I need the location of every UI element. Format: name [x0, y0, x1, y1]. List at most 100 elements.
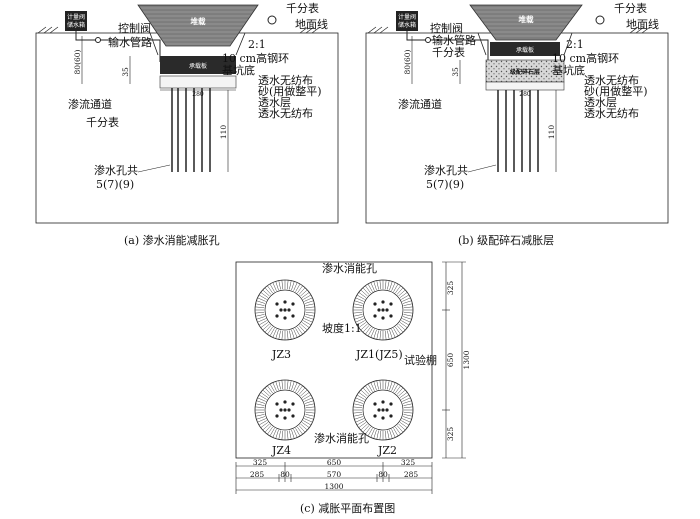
bottom-dim-r1-3: 325 — [401, 458, 416, 467]
slope-hatch-line — [389, 281, 393, 291]
slope-hatch-line — [297, 385, 303, 394]
shed-label: 试验棚 — [404, 353, 437, 367]
slope-hatch-line — [358, 292, 367, 298]
holes-label-a: 渗水孔共 — [94, 163, 138, 177]
slope-hatch-line — [255, 411, 265, 414]
slope-hatch-line — [373, 429, 377, 439]
seepage-hole-dot — [381, 308, 385, 312]
dial-icon-b — [595, 15, 605, 25]
dim-35-b: 35 — [451, 67, 460, 77]
slope-hatch-line — [295, 283, 301, 292]
slope-hatch-line — [353, 414, 363, 417]
slope-hatch-line — [255, 303, 265, 306]
slope-hatch-line — [281, 430, 284, 440]
seepage-hole-dot — [377, 308, 381, 312]
slope-hatch-line — [403, 414, 413, 417]
slope-hatch-line — [295, 383, 301, 392]
seepage-hole-dot — [283, 316, 287, 320]
dim-35-a: 35 — [121, 67, 130, 77]
pipe-label-a: 输水管路 — [108, 35, 152, 49]
slope-hatch-line — [304, 297, 313, 302]
slope-hatch-line — [353, 403, 363, 406]
slope-hatch-line — [365, 426, 371, 435]
slope-hatch-line — [353, 306, 363, 309]
slope-hatch-line — [272, 382, 277, 391]
slope-hatch-line — [391, 429, 396, 438]
slope-label-b: 2:1 — [566, 38, 584, 51]
slope-hatch-line — [256, 416, 266, 420]
slope-hatch-line — [291, 429, 295, 439]
holes-count-b: 5(7)(9) — [426, 178, 464, 191]
slope-hatch-line — [355, 418, 364, 423]
slope-hatch-line — [353, 406, 363, 409]
slope-hatch-line — [389, 381, 393, 391]
slope-hatch-line — [303, 420, 312, 426]
dim-110-a: 110 — [219, 125, 228, 140]
slope-hatch-line — [291, 281, 295, 291]
slope-hatch-line — [370, 282, 375, 291]
slope-hatch-line — [402, 416, 412, 420]
seepage-hole-dot — [373, 302, 377, 306]
slope-hatch-line — [373, 329, 377, 339]
slope-hatch-line — [289, 380, 292, 390]
ground-label-a: 地面线 — [295, 17, 328, 31]
slope-hatch-line — [353, 311, 363, 314]
control-valve-label-a: 控制阀 — [118, 21, 151, 35]
slope-hatch-line — [289, 430, 292, 440]
pit-plan-1 — [254, 279, 316, 341]
pit-label-jz3: JZ3 — [271, 348, 291, 361]
layer4-label-a: 透水无纺布 — [258, 106, 313, 120]
slope-hatch-line — [267, 326, 273, 335]
slope-hatch-line — [305, 406, 315, 409]
slope-hatch-line — [267, 385, 273, 394]
slope-hatch-line — [402, 316, 412, 320]
slope-hatch-line — [367, 328, 373, 337]
slope-hatch-line — [387, 280, 390, 290]
slope-hatch-line — [269, 328, 275, 337]
slope-hatch-line — [379, 430, 382, 440]
slope-hatch-line — [395, 385, 401, 394]
layer3-label-b: 透水层 — [584, 96, 617, 109]
slope-hatch-line — [298, 287, 306, 295]
slope-hatch-line — [389, 429, 393, 439]
holes-count-a: 5(7)(9) — [96, 178, 134, 191]
caption-c: (c) 减胀平面布置图 — [300, 502, 395, 515]
slope-hatch-line — [360, 389, 368, 397]
seepage-hole-dot — [381, 300, 385, 304]
slope-hatch-line — [300, 289, 308, 297]
slope-hatch-line — [286, 380, 289, 390]
load-b — [469, 4, 583, 41]
slope-hatch-line — [354, 400, 364, 404]
seepage-hole-dot — [275, 402, 279, 406]
slope-hatch-line — [362, 387, 370, 395]
ground-hatch-a — [37, 26, 321, 34]
slope-hatch-line — [272, 282, 277, 291]
slope-hatch-line — [255, 403, 265, 406]
slope-hatch-line — [376, 380, 379, 390]
slope-hatch-line — [275, 281, 279, 291]
slope-hatch-line — [399, 322, 408, 328]
slope-hatch-line — [278, 380, 281, 390]
seepage-hole-dot — [283, 308, 287, 312]
slope-hatch-line — [393, 328, 399, 337]
pipe-a — [75, 31, 161, 62]
seepage-hole-dot — [275, 314, 279, 318]
slope-hatch-line — [356, 420, 365, 426]
slope-hatch-line — [304, 318, 313, 323]
caption-b: (b) 级配碎石减胀层 — [458, 233, 554, 247]
slope-hatch-line — [305, 314, 315, 317]
slope-hatch-line — [356, 394, 365, 400]
slope-hatch-line — [355, 297, 364, 302]
slope-hatch-line — [365, 285, 371, 294]
seepage-hole-dot — [389, 302, 393, 306]
tank-box-a — [65, 11, 87, 31]
seepage-hole-dot — [381, 416, 385, 420]
slope-hatch-line — [402, 400, 412, 404]
seepage-hole-dot — [389, 314, 393, 318]
slope-hatch-line — [358, 322, 367, 328]
load-label-a: 堆载 — [191, 16, 206, 26]
slope-hatch-line — [402, 397, 411, 402]
slope-label-a: 2:1 — [248, 38, 266, 51]
pit-bottom-label-b: 基坑底 — [552, 63, 585, 77]
slope-hatch-line — [304, 418, 313, 423]
